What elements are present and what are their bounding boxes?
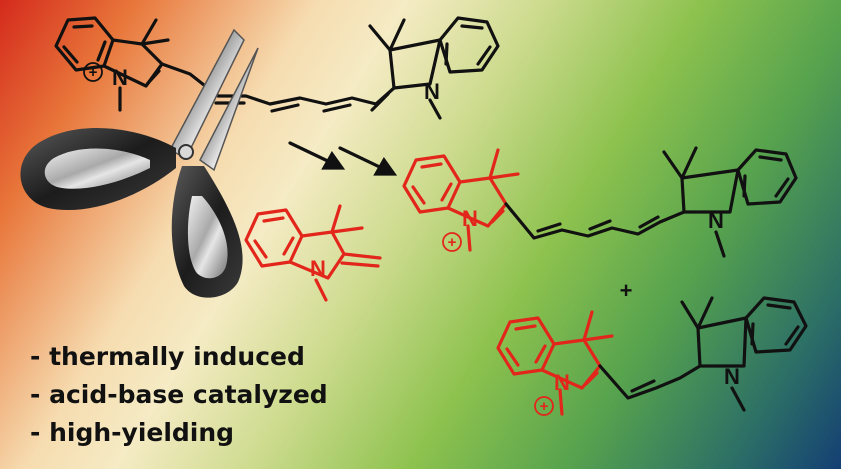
nitrogen-label: N (724, 364, 740, 389)
positive-charge-icon (534, 396, 554, 416)
nitrogen-label: N (462, 206, 478, 231)
feature-list: - thermally induced - acid-base catalyze… (30, 338, 328, 452)
product-2-black-fragment (598, 296, 808, 412)
byproduct-atom-labels: N (310, 256, 326, 281)
double-arrow-icon (288, 141, 398, 176)
product-2-red-fragment (496, 310, 614, 416)
positive-charge-icon (442, 232, 462, 252)
feature-high-yielding: - high-yielding (30, 418, 235, 447)
feature-thermally-induced: - thermally induced (30, 342, 305, 371)
product-2-atom-labels: + N N (534, 364, 740, 416)
trimethine-product (496, 296, 808, 416)
scissors-icon (20, 28, 259, 298)
positive-charge-icon (83, 62, 103, 82)
nitrogen-label: N (310, 256, 326, 281)
positive-charge-label: + (540, 398, 549, 415)
nitrogen-label: N (112, 65, 128, 90)
plus-sign: + (620, 278, 633, 303)
nitrogen-label: N (708, 208, 724, 233)
fischer-base-byproduct (244, 204, 382, 302)
feature-acid-base-catalyzed: - acid-base catalyzed (30, 380, 328, 409)
product-1-black-fragment (504, 146, 798, 258)
product-1-atom-labels: + N N (442, 206, 724, 252)
pentamethine-product (402, 146, 798, 258)
positive-charge-label: + (89, 64, 98, 81)
positive-charge-label: + (448, 234, 457, 251)
nitrogen-label: N (554, 370, 570, 395)
starting-dye-atom-labels: + N N (83, 62, 440, 104)
product-1-red-fragment (402, 148, 520, 252)
starting-cyanine-dye (54, 16, 500, 120)
nitrogen-label: N (424, 79, 440, 104)
